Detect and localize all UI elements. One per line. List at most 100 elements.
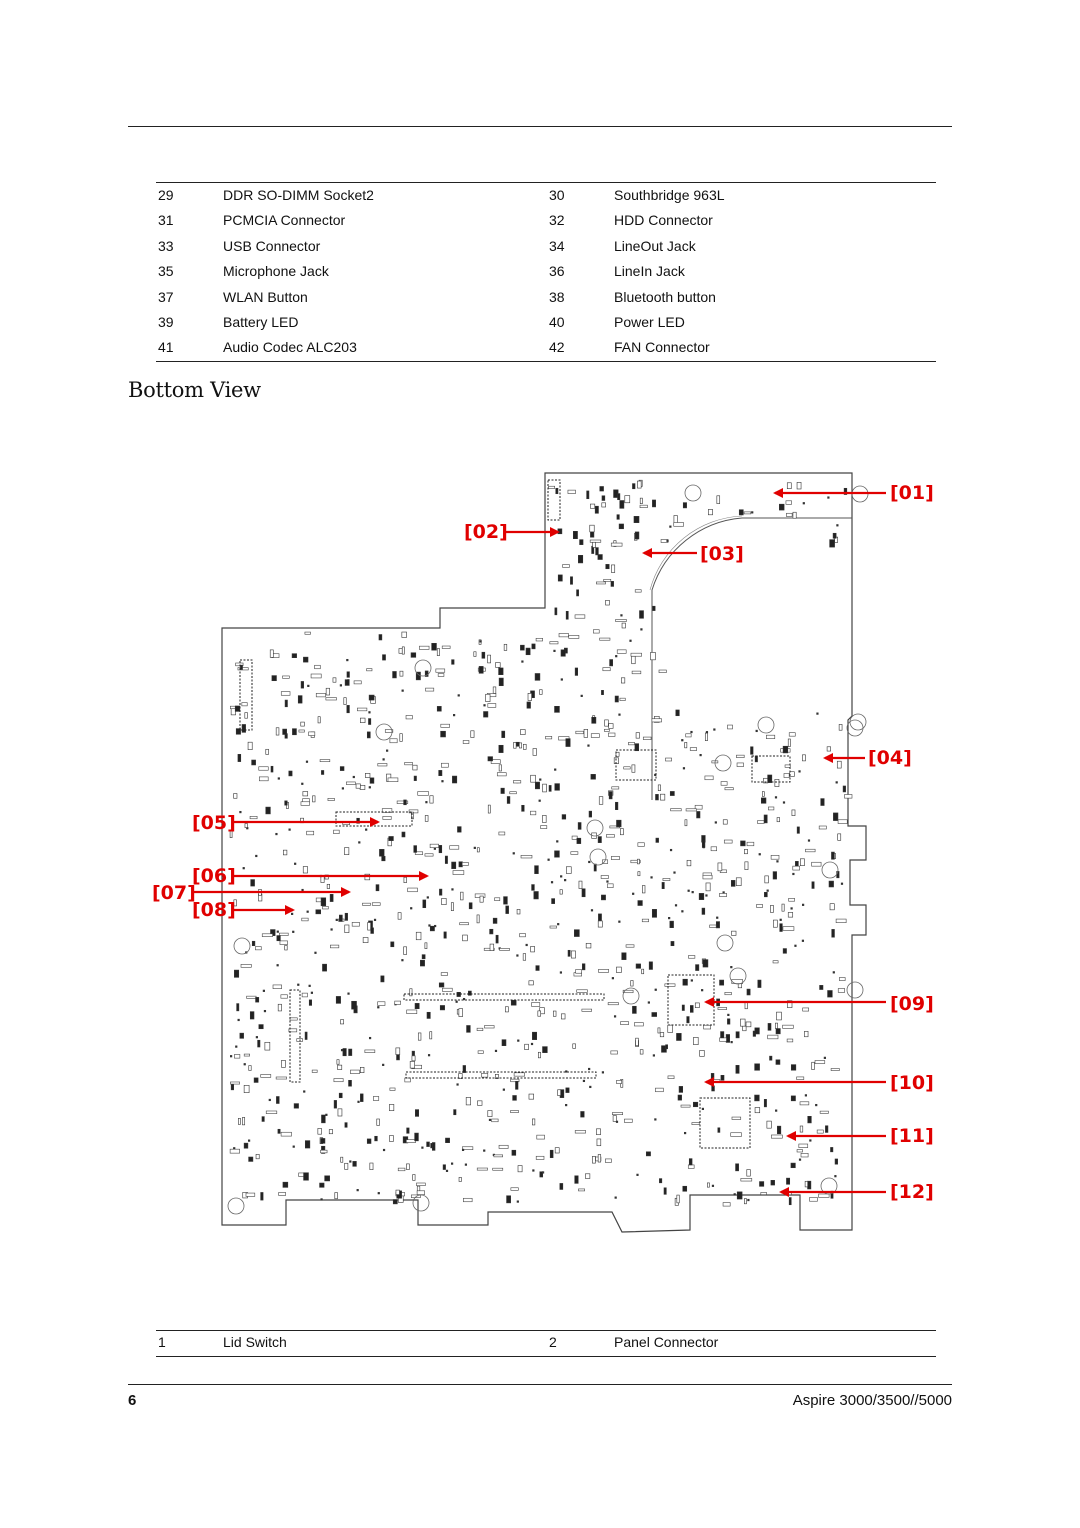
pcb-pad xyxy=(709,924,717,928)
pcb-pad xyxy=(801,939,805,942)
pcb-pad xyxy=(304,631,311,635)
pcb-pad xyxy=(389,1135,394,1142)
pcb-pad xyxy=(605,564,610,570)
pcb-pad xyxy=(746,841,755,847)
pcb-pad xyxy=(364,773,371,778)
pcb-pad xyxy=(249,816,258,820)
pcb-pad xyxy=(366,668,373,672)
pcb-pad xyxy=(283,849,288,856)
item-number: 2 xyxy=(549,1334,557,1350)
pcb-pad xyxy=(714,821,717,824)
pcb-pad xyxy=(520,644,525,651)
pcb-pad xyxy=(768,806,775,811)
pcb-pad xyxy=(330,928,333,931)
pcb-pad xyxy=(368,1036,372,1040)
pcb-pad xyxy=(811,1061,815,1070)
pcb-pad xyxy=(421,954,426,960)
pcb-pad xyxy=(444,855,448,864)
pcb-pad xyxy=(685,808,697,812)
pcb-pad xyxy=(230,1081,240,1085)
pcb-pad xyxy=(701,840,706,848)
pcb-pad xyxy=(816,1129,824,1134)
pcb-pad xyxy=(265,1110,278,1114)
pcb-pad xyxy=(720,781,728,786)
pcb-pad xyxy=(306,830,315,836)
pcb-pad xyxy=(837,988,845,993)
pcb-pad xyxy=(691,891,694,894)
pcb-pad xyxy=(262,989,265,992)
pcb-pad xyxy=(525,647,531,656)
pcb-pad xyxy=(655,837,659,843)
pcb-pad xyxy=(557,1089,561,1096)
pcb-pad xyxy=(255,1036,258,1039)
pcb-pad xyxy=(796,826,800,834)
pcb-pad xyxy=(632,483,636,490)
pcb-pad xyxy=(637,858,640,865)
pcb-pad xyxy=(303,1090,306,1093)
pcb-pad xyxy=(624,1118,633,1123)
pcb-pad xyxy=(441,780,444,783)
pcb-pad xyxy=(302,791,309,797)
pcb-pad xyxy=(596,1128,601,1136)
pcb-pad xyxy=(538,799,541,802)
board-outline xyxy=(221,472,867,1233)
item-label: LineIn Jack xyxy=(614,263,685,280)
item-label: PCMCIA Connector xyxy=(223,212,346,229)
pcb-pad xyxy=(280,1131,292,1137)
pcb-pad xyxy=(555,487,559,495)
pcb-pad xyxy=(657,1027,661,1034)
pcb-pad xyxy=(754,1063,760,1071)
pcb-pad xyxy=(804,1030,809,1038)
pcb-pad xyxy=(581,888,586,898)
pcb-pad xyxy=(297,695,303,704)
chip-footprint xyxy=(699,1097,751,1149)
pcb-pad xyxy=(615,619,627,622)
pcb-pad xyxy=(786,1038,794,1043)
callout-label-05: [05] xyxy=(192,812,236,834)
pcb-pad xyxy=(510,999,517,1006)
pcb-pad xyxy=(554,705,560,713)
pcb-pad xyxy=(820,798,825,806)
pcb-pad xyxy=(802,502,805,505)
pcb-pad xyxy=(559,971,563,974)
pcb-pad xyxy=(250,879,255,887)
pcb-pad xyxy=(612,1115,617,1122)
pcb-pad xyxy=(790,1064,797,1071)
pcb-pad xyxy=(282,1181,289,1188)
bottom-table-bottom-rule xyxy=(156,1356,936,1357)
pcb-pad xyxy=(596,581,606,585)
pcb-pad xyxy=(654,1118,657,1121)
pcb-pad xyxy=(493,1154,503,1158)
pcb-pad xyxy=(774,796,778,799)
pcb-pad xyxy=(763,814,768,824)
pcb-pad xyxy=(796,482,802,490)
pcb-pad xyxy=(796,1076,805,1080)
pcb-pad xyxy=(772,960,779,964)
pcb-pad xyxy=(229,1148,240,1154)
pcb-pad xyxy=(764,891,768,898)
pcb-pad xyxy=(601,690,604,695)
pcb-pad xyxy=(744,1198,747,1205)
pcb-pad xyxy=(506,796,511,804)
pcb-pad xyxy=(727,1018,731,1025)
pcb-pad xyxy=(592,541,596,548)
pcb-pad xyxy=(618,523,624,530)
pcb-pad xyxy=(235,1045,238,1048)
pcb-pad xyxy=(440,730,446,738)
pcb-pad xyxy=(324,1175,330,1182)
pcb-pad xyxy=(240,664,243,670)
pcb-pad xyxy=(608,723,614,729)
pcb-pad xyxy=(521,804,525,812)
pcb-pad xyxy=(586,490,590,500)
pcb-pad xyxy=(618,713,621,716)
pcb-pad xyxy=(441,762,449,768)
pcb-pad xyxy=(349,1160,352,1163)
pcb-pad xyxy=(587,744,590,747)
pcb-pad xyxy=(560,875,563,878)
pcb-pad xyxy=(572,531,578,540)
pcb-pad xyxy=(660,793,666,801)
pcb-pad xyxy=(613,1015,617,1018)
pcb-pad xyxy=(526,701,531,709)
pcb-pad xyxy=(512,1095,517,1101)
